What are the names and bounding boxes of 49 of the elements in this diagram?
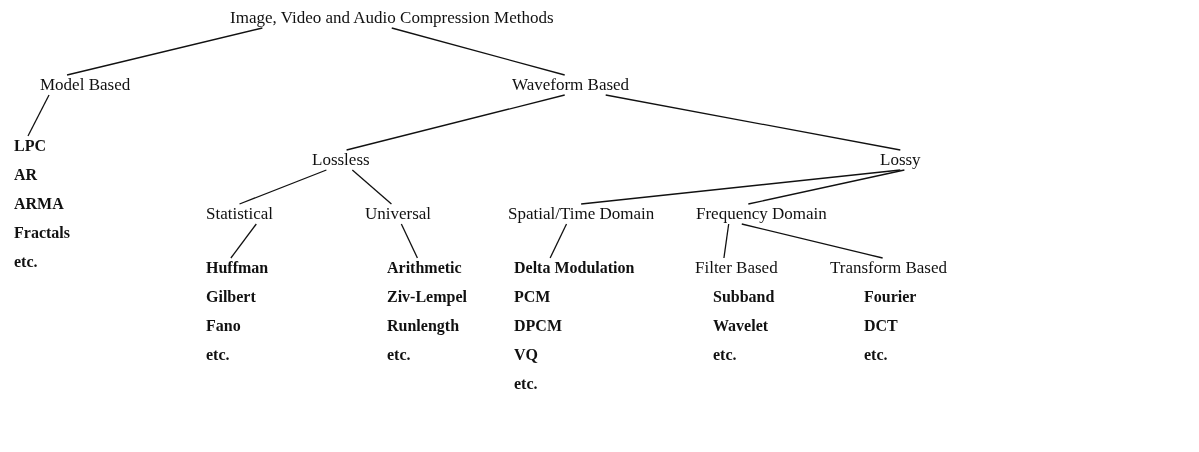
list-item: Fano <box>206 316 242 336</box>
category-label: Frequency Domain <box>696 204 827 224</box>
category-label: Filter Based <box>695 258 778 278</box>
category-label: Transform Based <box>830 258 947 278</box>
connector-line <box>66 27 263 76</box>
connector-line <box>351 169 393 205</box>
connector-line <box>747 169 906 205</box>
list-item: VQ <box>514 345 539 365</box>
list-item: LPC <box>14 136 47 156</box>
connector-line <box>400 223 419 259</box>
connector-line <box>549 223 568 259</box>
category-label: Lossless <box>312 150 370 170</box>
connector-line <box>230 223 257 259</box>
category-label: Model Based <box>40 75 131 95</box>
list-item: DCT <box>864 316 898 336</box>
list-item: ARMA <box>14 194 65 214</box>
list-item: Ziv-Lempel <box>387 287 467 307</box>
connector-line <box>741 223 884 259</box>
list-item: PCM <box>514 287 552 307</box>
list-item: Fractals <box>14 223 70 243</box>
connector-line <box>723 223 730 259</box>
list-item: Delta Modulation <box>514 258 635 278</box>
list-item: Huffman <box>206 258 269 278</box>
connector-line <box>345 94 566 151</box>
list-item: etc. <box>713 345 737 365</box>
list-item: Runlength <box>387 316 461 336</box>
list-item: AR <box>14 165 39 185</box>
connector-line <box>238 169 328 205</box>
root-label: Image, Video and Audio Compression Methods <box>230 8 554 28</box>
list-item: Gilbert <box>206 287 257 307</box>
list-item: etc. <box>206 345 231 365</box>
list-item: etc. <box>514 374 539 394</box>
category-label: Universal <box>365 204 432 224</box>
list-item: Arithmetic <box>387 258 463 278</box>
list-item: Wavelet <box>713 316 769 336</box>
category-label: Spatial/Time Domain <box>508 204 655 224</box>
list-item: etc. <box>387 345 412 365</box>
connector-line <box>27 94 50 137</box>
list-item: Fourier <box>864 287 917 307</box>
category-label: Waveform Based <box>512 75 630 95</box>
connector-line <box>605 94 901 151</box>
list-item: etc. <box>864 345 888 365</box>
list-item: DPCM <box>514 316 563 336</box>
list-item: etc. <box>14 252 39 272</box>
list-item: Subband <box>713 287 775 307</box>
category-label: Statistical <box>206 204 274 224</box>
category-label: Lossy <box>880 150 921 170</box>
connector-line <box>580 169 901 205</box>
connector-line <box>391 27 566 76</box>
